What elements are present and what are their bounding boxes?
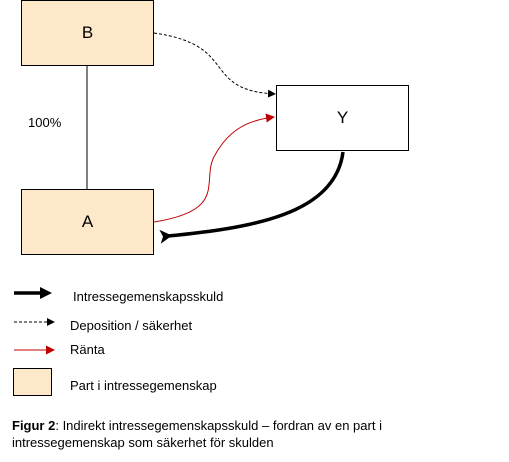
node-b-label: B <box>81 23 94 42</box>
legend-deposit-arrowhead <box>47 318 55 326</box>
legend-party-label: Part i intressegemenskap <box>70 378 217 393</box>
legend-interest-arrowhead <box>46 345 55 355</box>
caption-text: : Indirekt intressegemenskapsskuld – for… <box>12 418 382 450</box>
legend-party-swatch <box>13 368 52 396</box>
node-y-label: Y <box>336 108 349 127</box>
legend-debt-label: Intressegemenskapsskuld <box>73 289 224 304</box>
legend-interest-label: Ränta <box>70 342 105 357</box>
node-y: Y <box>276 85 409 151</box>
caption-prefix: Figur 2 <box>12 418 56 433</box>
legend-deposit-label: Deposition / säkerhet <box>70 318 193 333</box>
node-a-label: A <box>81 212 94 231</box>
debt-arrow <box>159 151 345 244</box>
node-b: B <box>21 0 154 66</box>
legend-debt-arrowhead <box>40 287 52 299</box>
ownership-label: 100% <box>28 115 62 130</box>
node-a: A <box>21 189 154 255</box>
interest-arrow <box>153 113 275 223</box>
figure-caption: Figur 2: Indirekt intressegemenskapsskul… <box>12 417 492 451</box>
deposit-arrow <box>153 32 276 98</box>
